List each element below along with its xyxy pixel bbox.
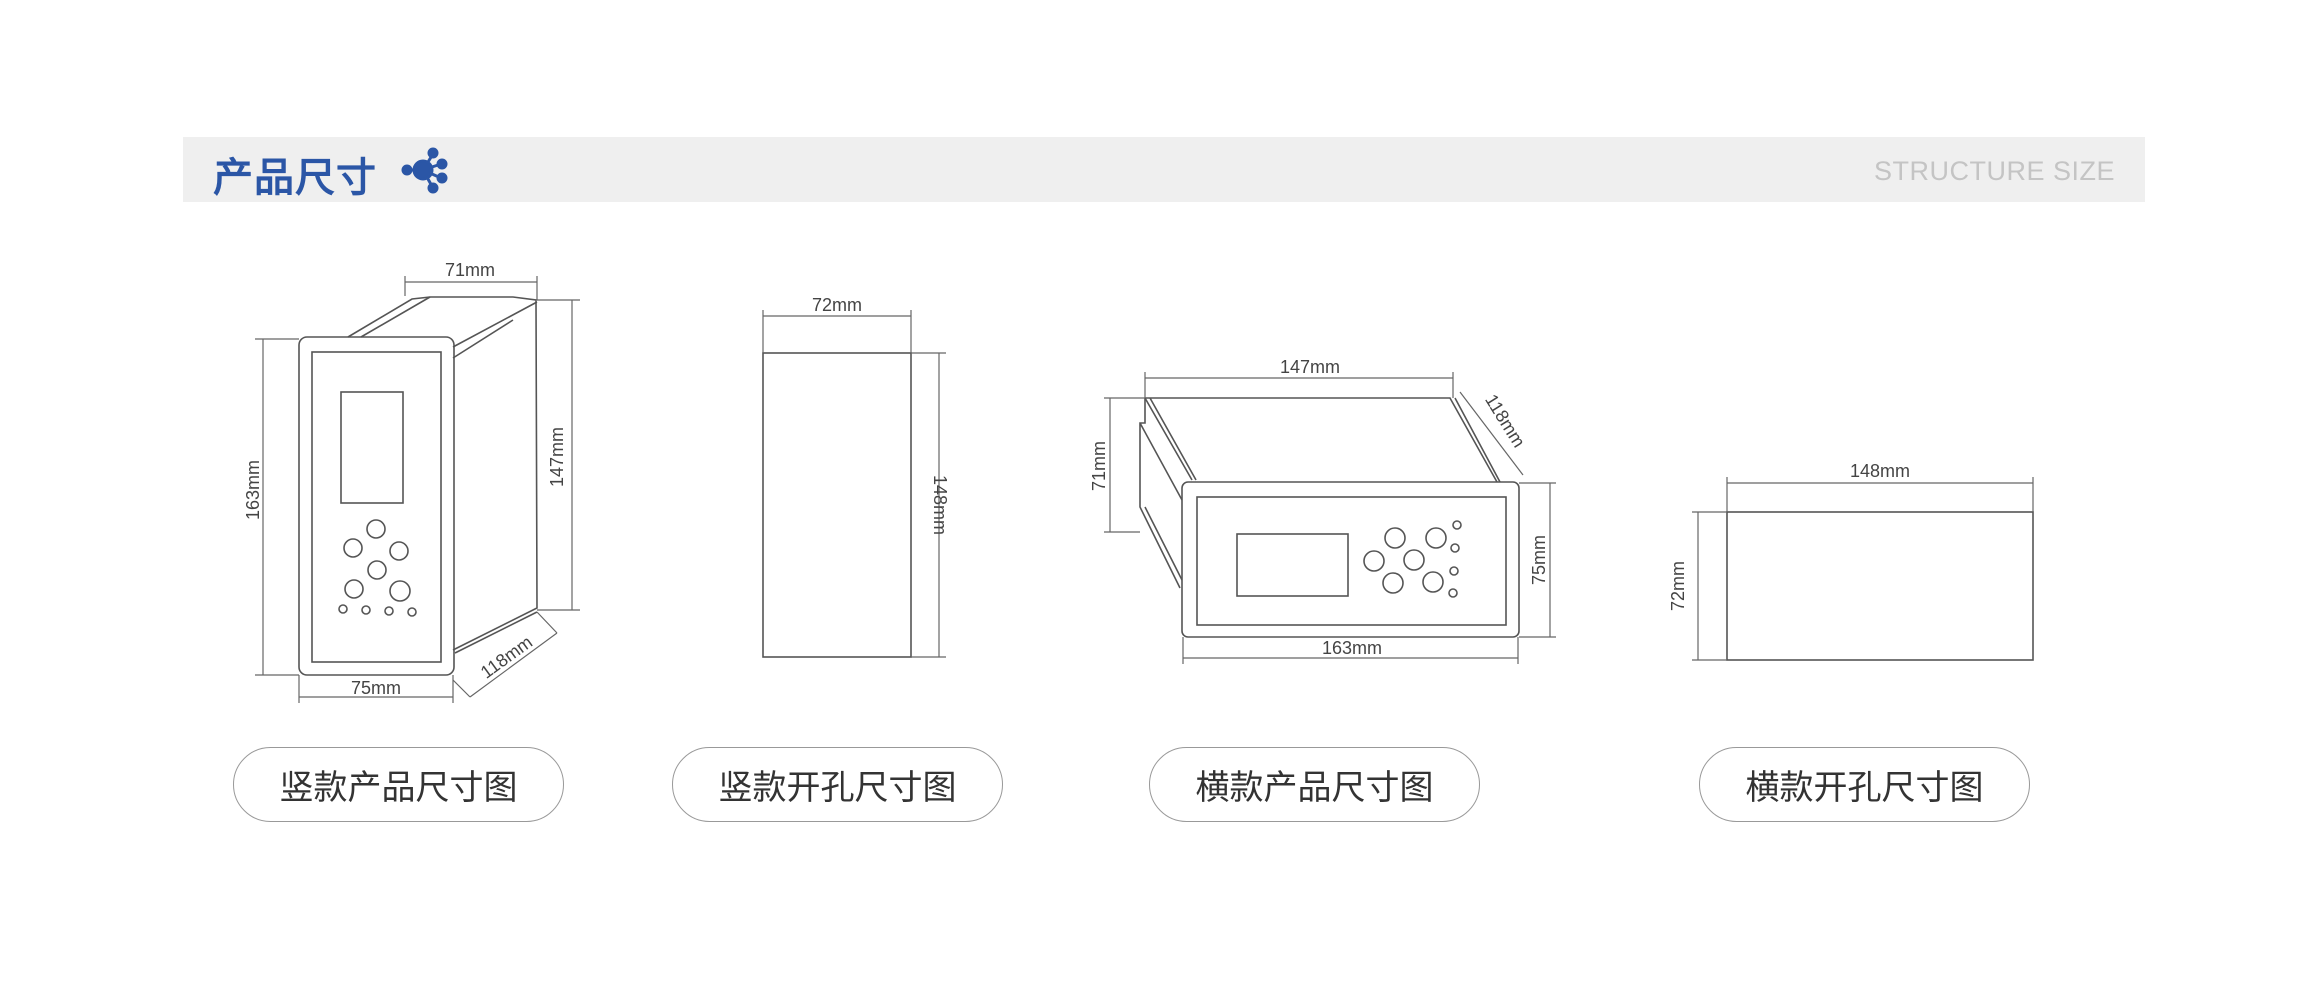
horizontal-cutout-drawing: 148mm 72mm xyxy=(1668,461,2034,661)
dim-label: 163mm xyxy=(243,460,263,520)
network-node-icon xyxy=(401,147,448,194)
dim-label: 148mm xyxy=(1850,461,1910,481)
dim-label: 148mm xyxy=(930,475,950,535)
dim-label: 147mm xyxy=(1280,357,1340,377)
dim-label: 71mm xyxy=(445,260,495,280)
dim-label: 118mm xyxy=(1481,391,1529,451)
vertical-product-drawing: 71mm 147mm 163mm 75mm 118mm xyxy=(243,260,580,703)
dim-label: 75mm xyxy=(1529,535,1549,585)
vertical-cutout-drawing: 72mm 148mm xyxy=(762,295,950,658)
dim-label: 163mm xyxy=(1322,638,1382,658)
caption-vertical-cutout: 竖款开孔尺寸图 xyxy=(672,747,1003,822)
dim-label: 72mm xyxy=(812,295,862,315)
section-title: 产品尺寸 xyxy=(213,155,377,201)
dim-label: 75mm xyxy=(351,678,401,698)
dim-label: 72mm xyxy=(1668,561,1688,611)
caption-horizontal-product: 横款产品尺寸图 xyxy=(1149,747,1480,822)
section-header: 产品尺寸 STRUCTURE SIZE xyxy=(183,137,2145,202)
caption-horizontal-cutout: 横款开孔尺寸图 xyxy=(1699,747,2030,822)
section-subtitle: STRUCTURE SIZE xyxy=(1873,156,2115,186)
dim-label: 147mm xyxy=(547,427,567,487)
dim-label: 71mm xyxy=(1089,441,1109,491)
horizontal-product-drawing: 147mm 118mm 71mm 75mm 163mm xyxy=(1089,357,1556,664)
dim-label: 118mm xyxy=(477,632,536,683)
caption-vertical-product: 竖款产品尺寸图 xyxy=(233,747,564,822)
